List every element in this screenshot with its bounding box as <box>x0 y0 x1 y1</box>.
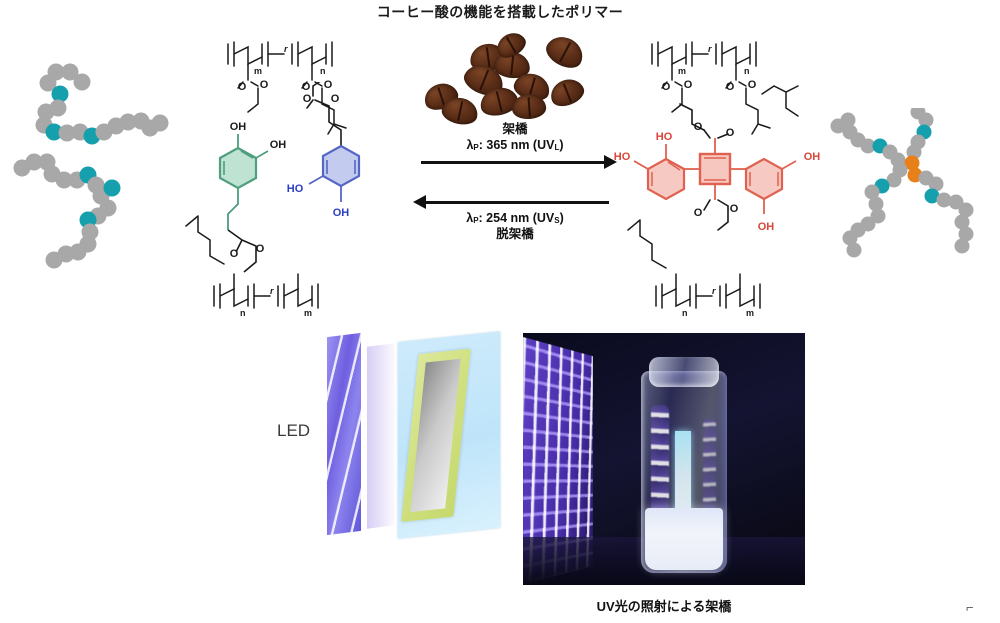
paren-close: ) <box>559 138 563 152</box>
forward-condition: λP: 365 nm (UVL) <box>415 138 615 154</box>
subscript-n: n <box>240 308 246 318</box>
arrow-line <box>421 201 609 203</box>
coffee-beans-image <box>420 32 592 124</box>
crosslinked-polymer-cartoon <box>820 108 1000 273</box>
vial-neck <box>649 357 719 387</box>
polymer-chain-upper <box>36 64 169 145</box>
hydroxyl-label: OH <box>804 151 821 163</box>
sample-vial <box>641 357 727 573</box>
hydroxyl-label: HO <box>614 151 631 163</box>
paren-close: ) <box>560 211 564 225</box>
atom-label-O: O <box>726 127 735 139</box>
reverse-arrow <box>415 195 615 209</box>
led-beams <box>325 330 371 541</box>
led-label: LED <box>277 421 310 441</box>
forward-condition-text: : 365 nm (UV <box>479 138 555 152</box>
subscript-m: m <box>304 308 312 318</box>
crosslinked-cyclobutane-structure: O O O O m r n O O O O HO HO OH OH <box>612 30 842 325</box>
atom-label-O: O <box>238 81 247 93</box>
subscript-m: m <box>254 66 262 76</box>
cuvette-sample <box>401 349 470 522</box>
uv-irradiation-photo <box>523 333 805 585</box>
atom-label-O: O <box>730 203 739 215</box>
atom-label-O: O <box>303 93 312 105</box>
reaction-conditions: 架橋 λP: 365 nm (UVL) λP: 254 nm (UVS) 脱架橋 <box>415 122 615 243</box>
led-illustration: LED <box>265 333 535 543</box>
atom-label-O: O <box>256 243 265 255</box>
crosslink-label: 架橋 <box>415 122 615 138</box>
cuvette-core <box>410 359 461 512</box>
uncrosslinked-polymer-cartoon <box>8 28 198 283</box>
photo-caption: UV光の照射による架橋 <box>523 596 805 615</box>
subscript-r: r <box>708 44 712 54</box>
subscript-r: r <box>712 286 716 296</box>
subscript-r: r <box>270 286 274 296</box>
network-arms <box>831 108 974 258</box>
hydroxyl-label: HO <box>287 183 304 195</box>
atom-label-O: O <box>260 79 269 91</box>
subscript-n: n <box>682 308 688 318</box>
subscript-n: n <box>320 66 326 76</box>
arrow-line <box>421 161 609 163</box>
hydroxyl-label: OH <box>758 221 775 233</box>
blue-catechol-ring <box>309 146 359 202</box>
atom-label-O: O <box>684 79 693 91</box>
decrosslink-label: 脱架橋 <box>415 227 615 243</box>
atom-label-O: O <box>694 207 703 219</box>
page-title: コーヒー酸の機能を搭載したポリマー <box>0 2 1000 22</box>
subscript-m: m <box>746 308 754 318</box>
vial-liquid <box>645 508 723 570</box>
atom-label-O: O <box>726 81 735 93</box>
atom-label-O: O <box>331 93 340 105</box>
left-catechol-ring <box>634 144 684 199</box>
functional-group-bead <box>104 180 121 197</box>
hydroxyl-label: OH <box>333 207 350 219</box>
glow-plate <box>367 343 395 528</box>
hydroxyl-label: OH <box>230 121 247 133</box>
hydroxyl-label: HO <box>656 131 673 143</box>
polymer-chain-lower <box>14 154 121 269</box>
subscript-n: n <box>744 66 750 76</box>
forward-arrow <box>415 155 615 169</box>
coffee-bean <box>542 31 589 74</box>
subscript-m: m <box>678 66 686 76</box>
coffee-bean <box>547 75 588 111</box>
subscript-r: r <box>284 44 288 54</box>
atom-label-O: O <box>662 81 671 93</box>
atom-label-O: O <box>748 79 757 91</box>
right-catechol-ring <box>746 159 796 214</box>
reverse-condition-text: : 254 nm (UV <box>479 211 555 225</box>
atom-label-O: O <box>230 248 239 260</box>
reverse-condition: λP: 254 nm (UVS) <box>415 211 615 227</box>
atom-label-O: O <box>694 121 703 133</box>
cyclobutane-core <box>684 138 746 200</box>
blue-caffeic-acid-unit: O O HO OH <box>283 82 393 247</box>
arrow-head-left <box>413 195 426 209</box>
cuvette <box>398 332 500 539</box>
corner-mark: ⌐ <box>966 600 974 615</box>
